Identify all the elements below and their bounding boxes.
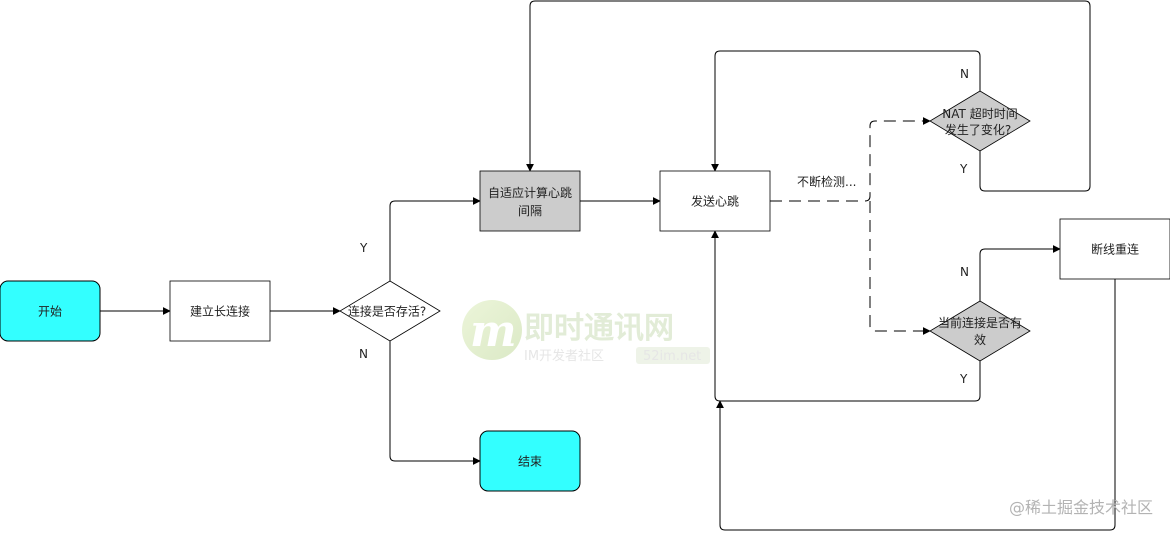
watermark-logo-letter: m	[470, 306, 517, 357]
node-establish-connection[interactable]: 建立长连接	[169, 280, 271, 342]
edge-nat-yes-to-adaptive	[526, 0, 1091, 192]
node-nat-check-label-1: NAT 超时时间	[942, 106, 1017, 121]
edge-label-nat-no: N	[960, 67, 969, 81]
edge-label-nat-yes: Y	[959, 162, 968, 176]
node-start[interactable]: 开始	[0, 280, 101, 342]
node-alive-check-label: 连接是否存活?	[348, 304, 426, 319]
node-reconnect[interactable]: 断线重连	[1059, 218, 1170, 280]
node-valid-check-label-2: 效	[974, 332, 986, 347]
node-start-label: 开始	[38, 305, 62, 319]
node-end-label: 结束	[518, 455, 542, 469]
node-reconnect-label: 断线重连	[1091, 242, 1139, 257]
node-alive-check[interactable]: 连接是否存活?	[339, 280, 441, 342]
node-valid-check-label-1: 当前连接是否有	[938, 315, 1022, 330]
node-valid-check[interactable]: 当前连接是否有 效	[929, 300, 1031, 362]
edge-reconnect-to-send	[716, 279, 1116, 531]
edge-valid-yes-to-send	[711, 230, 981, 402]
node-end[interactable]: 结束	[479, 430, 581, 492]
watermark-site-badge	[636, 347, 710, 364]
edge-nat-no-to-send	[711, 50, 981, 172]
credit-watermark: @稀土掘金技术社区	[1009, 498, 1153, 517]
watermark-logo	[462, 300, 522, 360]
edge-valid-no-to-reconnect	[979, 245, 1061, 301]
node-establish-connection-label: 建立长连接	[190, 304, 250, 319]
node-nat-check[interactable]: NAT 超时时间 发生了变化?	[929, 90, 1031, 152]
node-adaptive-interval-label-1: 自适应计算心跳	[488, 185, 572, 200]
edge-alive-yes-to-adaptive	[389, 197, 481, 281]
edge-label-valid-yes: Y	[959, 372, 968, 386]
node-nat-check-label-2: 发生了变化?	[945, 122, 1011, 137]
edge-monitor-to-nat	[770, 117, 931, 202]
node-send-heartbeat-label: 发送心跳	[691, 194, 739, 209]
edges	[100, 0, 1116, 531]
watermark: m 即时通讯网 IM开发者社区 52im.net	[462, 300, 710, 364]
watermark-brand: 即时通讯网	[524, 311, 674, 346]
watermark-sub: IM开发者社区	[524, 348, 604, 364]
node-adaptive-interval[interactable]: 自适应计算心跳 间隔	[479, 170, 581, 232]
watermark-site: 52im.net	[643, 349, 701, 364]
node-adaptive-interval-label-2: 间隔	[518, 204, 542, 218]
edge-label-valid-no: N	[960, 265, 969, 279]
edge-monitor-to-valid	[869, 201, 931, 335]
edge-label-alive-yes: Y	[359, 241, 368, 255]
edge-label-alive-no: N	[359, 347, 368, 361]
node-send-heartbeat[interactable]: 发送心跳	[659, 170, 771, 232]
edge-label-monitoring: 不断检测...	[797, 174, 856, 189]
edge-alive-no-to-end	[389, 341, 481, 465]
